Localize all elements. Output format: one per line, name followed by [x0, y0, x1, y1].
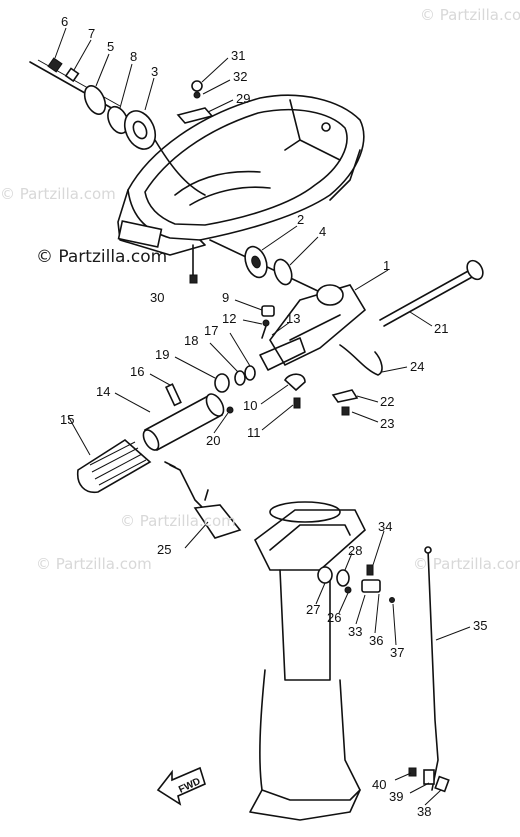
callout-29: 29	[236, 91, 250, 106]
friction-seal-assembly	[209, 239, 321, 293]
callout-37: 37	[390, 645, 404, 660]
throttle-shaft-rings	[214, 365, 256, 393]
shift-rod	[427, 549, 439, 791]
forward-arrow-icon: FWD	[156, 766, 206, 806]
wire-24	[339, 344, 383, 376]
throttle-grip	[76, 439, 152, 494]
tiller-handle-shaft	[142, 383, 234, 452]
callout-19: 19	[155, 347, 169, 362]
callout-5: 5	[107, 39, 114, 54]
callout-12: 12	[222, 311, 236, 326]
callout-30: 30	[150, 290, 164, 305]
callout-35: 35	[473, 618, 487, 633]
callout-33: 33	[348, 624, 362, 639]
nut-30	[189, 274, 198, 284]
callout-3: 3	[151, 64, 158, 79]
rod-connector	[408, 767, 450, 793]
callout-7: 7	[88, 26, 95, 41]
callout-8: 8	[130, 49, 137, 64]
callout-25: 25	[157, 542, 171, 557]
callout-6: 6	[61, 14, 68, 29]
leader-lines	[54, 27, 471, 806]
callout-21: 21	[434, 321, 448, 336]
throttle-rod	[379, 259, 484, 327]
callout-14: 14	[96, 384, 110, 399]
callout-4: 4	[319, 224, 326, 239]
shift-linkage-parts	[317, 564, 395, 603]
callout-2: 2	[297, 212, 304, 227]
callout-36: 36	[369, 633, 383, 648]
callout-16: 16	[130, 364, 144, 379]
bottom-cowling	[117, 94, 365, 256]
shift-lever	[164, 461, 242, 539]
plate-22-23	[331, 389, 359, 416]
callout-28: 28	[348, 543, 362, 558]
wire-harness-grommet	[29, 57, 206, 196]
callout-labels: 6 7 5 8 3 31 32 29 2 4 30 1 9 12 13 21 1…	[60, 14, 487, 819]
callout-39: 39	[389, 789, 403, 804]
watermark-top-right: © Partzilla.com	[420, 6, 520, 24]
callout-10: 10	[243, 398, 257, 413]
clip-and-screw	[176, 80, 214, 124]
friction-screw-parts	[261, 305, 275, 339]
callout-11: 11	[247, 425, 261, 440]
callout-1: 1	[383, 258, 390, 273]
watermark-mid-center: © Partzilla.com	[120, 512, 236, 530]
callout-34: 34	[378, 519, 392, 534]
callout-24: 24	[410, 359, 424, 374]
callout-26: 26	[327, 610, 341, 625]
watermark-lower-left: © Partzilla.com	[36, 555, 152, 573]
callout-13: 13	[286, 311, 300, 326]
callout-15: 15	[60, 412, 74, 427]
callout-40: 40	[372, 777, 386, 792]
callout-17: 17	[204, 323, 218, 338]
steering-bracket	[259, 284, 367, 371]
watermark-mid-left: © Partzilla.com	[0, 185, 116, 203]
callout-20: 20	[206, 433, 220, 448]
watermark-lower-right: © Partzilla.com	[413, 555, 520, 573]
clamp-10-11	[283, 373, 306, 409]
callout-22: 22	[380, 394, 394, 409]
callout-32: 32	[233, 69, 247, 84]
watermark-center: © Partzilla.com	[36, 247, 168, 267]
callout-18: 18	[184, 333, 198, 348]
callout-31: 31	[231, 48, 245, 63]
callout-9: 9	[222, 290, 229, 305]
callout-38: 38	[417, 804, 431, 819]
lower-unit	[249, 501, 366, 821]
callout-27: 27	[306, 602, 320, 617]
callout-23: 23	[380, 416, 394, 431]
